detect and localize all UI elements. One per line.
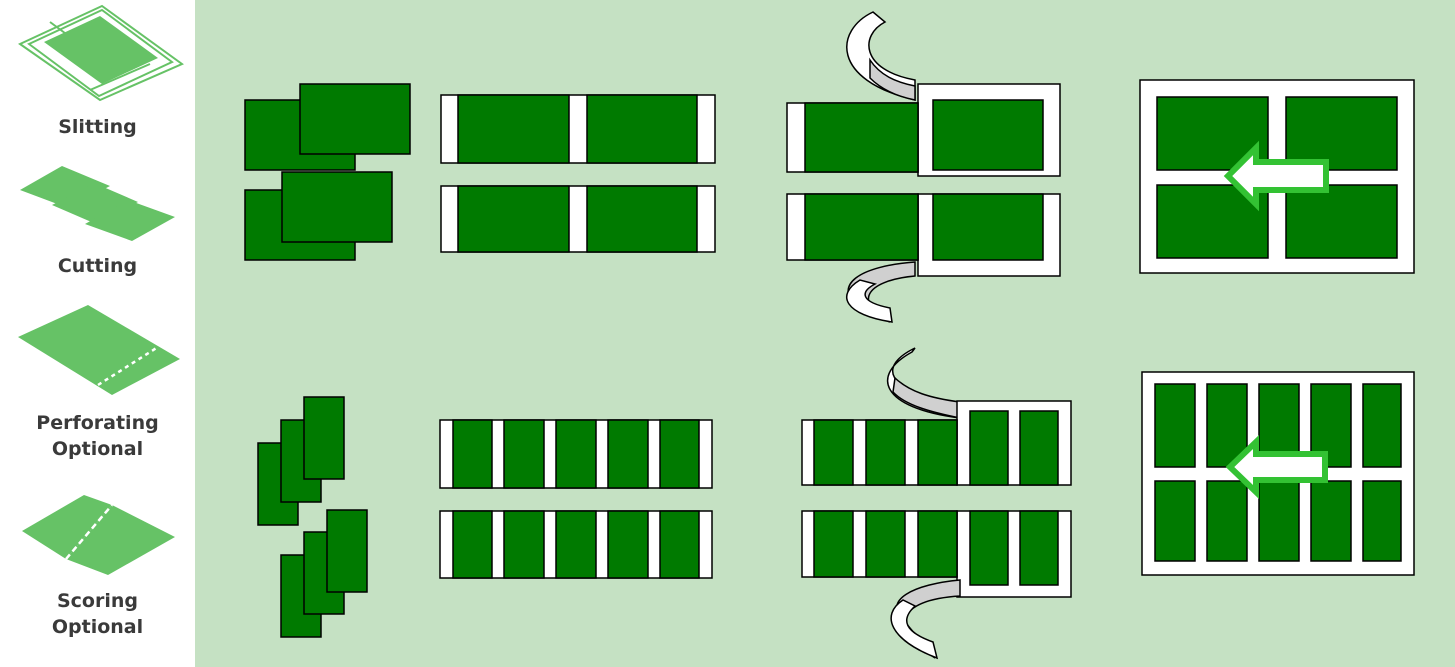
stacked-labels-large	[245, 84, 410, 260]
label-strip-large-bottom	[441, 186, 715, 252]
label-strip-large-top	[441, 95, 715, 163]
label-strip-small-bottom	[440, 511, 712, 578]
stacked-labels-small	[258, 397, 367, 637]
label-strip-small-top	[440, 420, 712, 488]
liner-peel-large	[787, 12, 1060, 322]
liner-peel-small	[802, 348, 1071, 658]
